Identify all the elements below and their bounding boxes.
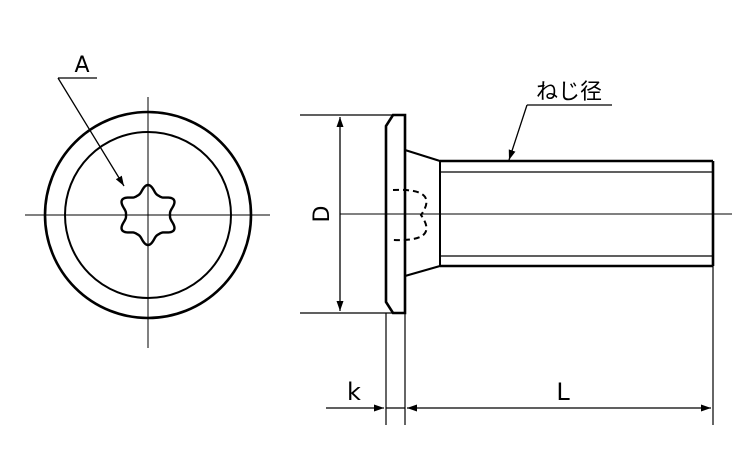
- drive-callout-label: A: [74, 53, 89, 78]
- thread-callout-label: ねじ径: [536, 80, 602, 105]
- hidden-drive-recess: [392, 188, 428, 242]
- hexalobular-drive-socket: [120, 183, 176, 247]
- thread-callout: ねじ径: [508, 80, 612, 161]
- dim-k-label: k: [347, 378, 361, 406]
- thread-callout-leader: [508, 104, 528, 161]
- dim-d-label: D: [310, 206, 335, 223]
- drive-callout: A: [57, 53, 125, 187]
- underhead-fillet-top: [404, 148, 441, 163]
- drive-callout-leader: [57, 77, 125, 187]
- dim-l-label: L: [556, 378, 570, 406]
- side-view: [340, 113, 732, 315]
- front-view: [25, 97, 270, 348]
- dimension-d: [300, 114, 393, 314]
- underhead-fillet-bottom: [404, 264, 441, 278]
- dimension-l: [407, 266, 714, 425]
- dimension-k: [326, 313, 406, 425]
